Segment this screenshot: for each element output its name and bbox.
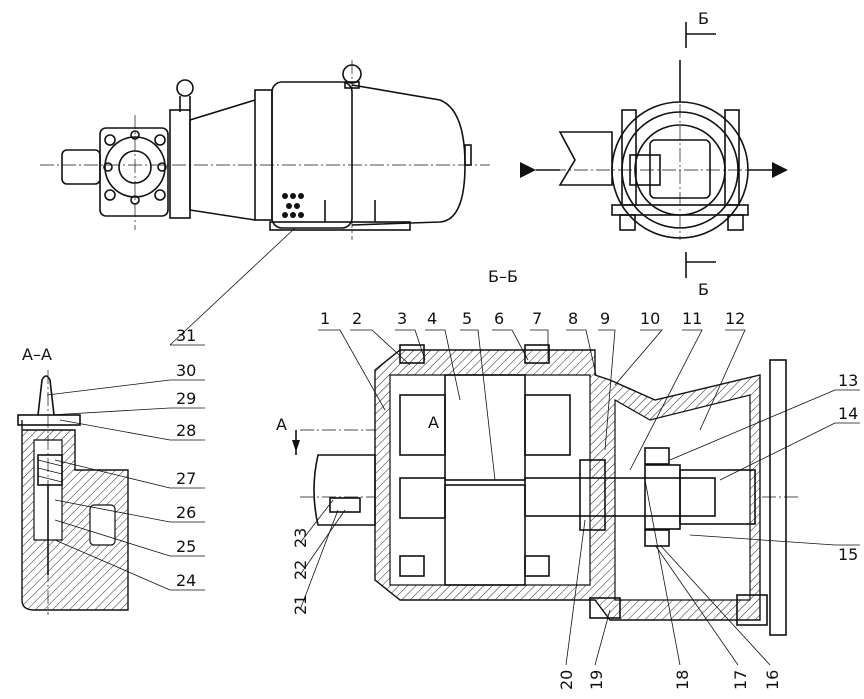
part-number: 12 xyxy=(725,309,745,328)
part-number: 11 xyxy=(682,309,702,328)
cut-label-a-right: А xyxy=(428,413,439,432)
side-view xyxy=(40,60,490,240)
section-b-b xyxy=(292,344,800,636)
part-number: 2 xyxy=(352,309,362,328)
leader-lines xyxy=(46,227,860,666)
part-number: 7 xyxy=(532,309,542,328)
part-number: 13 xyxy=(838,371,858,390)
cut-label-b-bottom: Б xyxy=(698,280,709,299)
part-number: 21 xyxy=(291,595,310,615)
cut-label-a-left: А xyxy=(276,415,287,434)
part-number: 4 xyxy=(427,309,437,328)
part-number: 5 xyxy=(462,309,472,328)
part-number: 30 xyxy=(176,361,196,380)
part-number: 18 xyxy=(673,670,692,690)
part-number: 10 xyxy=(640,309,660,328)
section-a-a xyxy=(17,370,129,615)
part-number: 17 xyxy=(731,670,750,690)
part-number: 27 xyxy=(176,469,196,488)
part-number: 29 xyxy=(176,389,196,408)
part-number: 15 xyxy=(838,545,858,564)
section-label-bb: Б–Б xyxy=(488,267,518,286)
part-number: 3 xyxy=(397,309,407,328)
part-number: 23 xyxy=(291,528,310,548)
part-number: 16 xyxy=(763,670,782,690)
part-number: 14 xyxy=(838,404,858,423)
part-number: 19 xyxy=(587,670,606,690)
part-number: 26 xyxy=(176,503,196,522)
part-numbers: 1 2 3 4 5 6 7 8 9 10 11 12 13 14 15 16 1… xyxy=(176,309,858,690)
part-number: 28 xyxy=(176,421,196,440)
end-view xyxy=(520,22,788,278)
part-number: 25 xyxy=(176,537,196,556)
part-number: 1 xyxy=(320,309,330,328)
section-label-aa: А–А xyxy=(22,345,52,364)
part-number: 8 xyxy=(568,309,578,328)
part-number: 6 xyxy=(494,309,504,328)
part-number: 31 xyxy=(176,326,196,345)
part-number: 24 xyxy=(176,571,196,590)
part-number: 22 xyxy=(291,560,310,580)
part-number: 20 xyxy=(557,670,576,690)
part-number: 9 xyxy=(600,309,610,328)
cut-label-b-top: Б xyxy=(698,9,709,28)
